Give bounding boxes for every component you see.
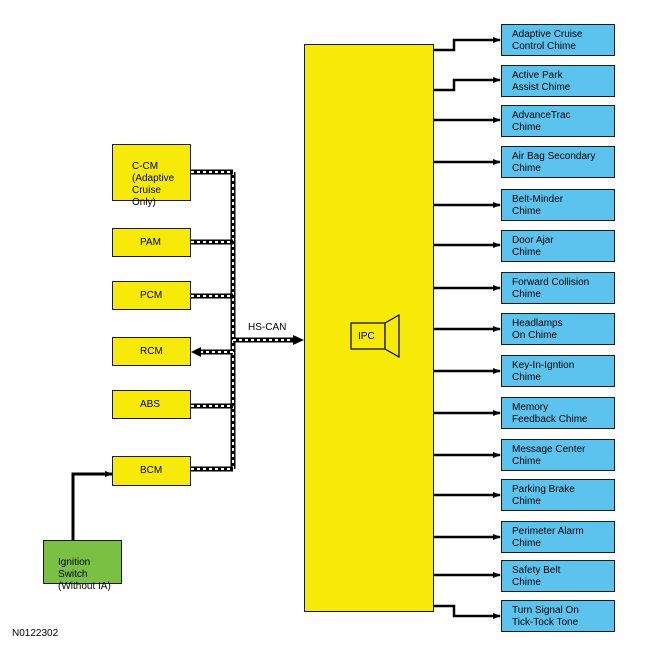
bcm-module: BCM xyxy=(112,456,191,486)
chime-label: Headlamps On Chime xyxy=(512,318,563,341)
rcm-module: RCM xyxy=(112,337,191,366)
pcm-module: PCM xyxy=(112,281,191,310)
chime-label: Forward Collision Chime xyxy=(512,277,590,300)
bcm-label: BCM xyxy=(140,465,163,476)
chime-safety-belt: Safety Belt Chime xyxy=(501,560,615,592)
rcm-label: RCM xyxy=(140,345,163,357)
chime-outputs xyxy=(434,37,501,619)
chime-perimeter-alarm: Perimeter Alarm Chime xyxy=(501,521,615,553)
chime-headlamps-on: Headlamps On Chime xyxy=(501,313,615,345)
chime-forward-collision: Forward Collision Chime xyxy=(501,272,615,304)
chime-belt-minder: Belt-Minder Chime xyxy=(501,189,615,221)
chime-label: Turn Signal On Tick-Tock Tone xyxy=(512,605,579,628)
ignition-link xyxy=(71,471,113,540)
abs-label: ABS xyxy=(140,398,161,410)
chime-label: AdvanceTrac Chime xyxy=(512,110,571,133)
ccm-label: C-CM (Adaptive Cruise Only) xyxy=(132,161,175,208)
bus-label: HS-CAN xyxy=(248,322,287,333)
chime-label: Door Ajar Chime xyxy=(512,235,554,258)
chime-advancetrac: AdvanceTrac Chime xyxy=(501,105,615,137)
chime-label: Memory Feedback Chime xyxy=(512,402,588,425)
module-stubs xyxy=(191,169,233,472)
chime-label: Air Bag Secondary Chime xyxy=(512,151,596,174)
ccm-module: C-CM (Adaptive Cruise Only) xyxy=(112,144,191,208)
ignition-label: Ignition Switch (Without IA) xyxy=(58,557,111,592)
chime-key-in-ignition: Key-In-Igntion Chime xyxy=(501,355,615,387)
chime-active-park-assist: Active Park Assist Chime xyxy=(501,65,615,97)
chime-label: Key-In-Igntion Chime xyxy=(512,360,575,383)
chime-label: Perimeter Alarm Chime xyxy=(512,526,584,549)
chime-message-center: Message Center Chime xyxy=(501,439,615,471)
chime-memory-feedback: Memory Feedback Chime xyxy=(501,397,615,429)
chime-label: Safety Belt Chime xyxy=(512,565,561,588)
chime-parking-brake: Parking Brake Chime xyxy=(501,479,615,511)
chime-label: Belt-Minder Chime xyxy=(512,194,564,217)
chime-air-bag-secondary: Air Bag Secondary Chime xyxy=(501,146,615,178)
chime-adaptive-cruise: Adaptive Cruise Control Chime xyxy=(501,24,615,56)
chime-label: Adaptive Cruise Control Chime xyxy=(512,29,583,52)
chime-label: Message Center Chime xyxy=(512,444,586,467)
chime-label: Parking Brake Chime xyxy=(512,484,575,507)
pam-module: PAM xyxy=(112,228,191,257)
ignition-switch: Ignition Switch (Without IA) xyxy=(43,540,122,592)
chime-label: Active Park Assist Chime xyxy=(512,70,571,93)
chime-turn-signal: Turn Signal On Tick-Tock Tone xyxy=(501,600,615,632)
abs-module: ABS xyxy=(112,390,191,419)
ipc-label: IPC xyxy=(358,331,375,342)
hs-can-link xyxy=(233,335,304,345)
figure-id: N0122302 xyxy=(12,628,59,639)
pcm-label: PCM xyxy=(140,289,163,301)
chime-door-ajar: Door Ajar Chime xyxy=(501,230,615,262)
pam-label: PAM xyxy=(140,236,161,248)
